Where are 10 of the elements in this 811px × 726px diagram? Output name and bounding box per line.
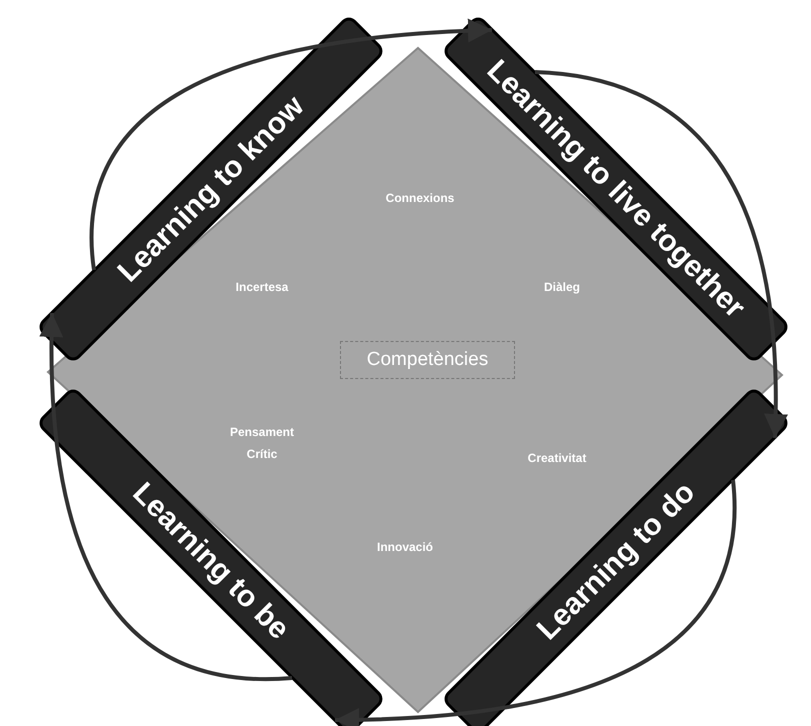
concept-label: Creativitat xyxy=(528,450,586,467)
concept-label: Diàleg xyxy=(544,279,580,296)
diamond-shape xyxy=(45,45,785,715)
concept-label: Innovació xyxy=(377,539,433,556)
curved-arrow xyxy=(40,313,292,681)
curved-arrow xyxy=(90,19,492,270)
text-box: Competències xyxy=(340,341,515,379)
concept-label: Incertesa xyxy=(236,279,288,296)
concept-label: Pensament Crític xyxy=(228,424,296,463)
curved-arrow xyxy=(334,480,736,726)
